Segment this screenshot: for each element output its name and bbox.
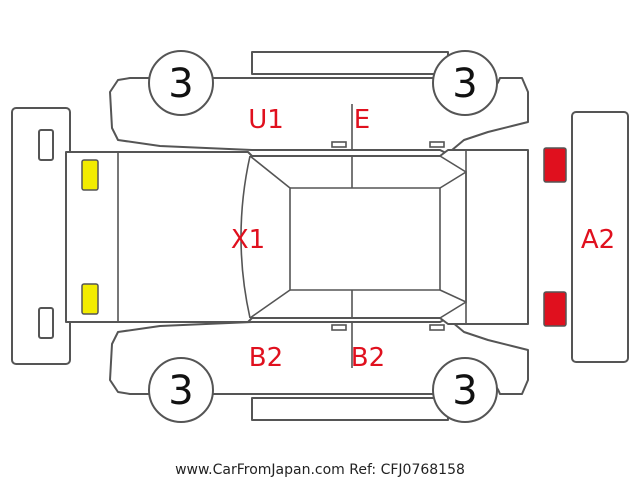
- front-right-lamp: [81, 283, 99, 315]
- footer-reference: www.CarFromJapan.com Ref: CFJ0768158: [175, 462, 465, 478]
- rear-right-lamp: [543, 291, 567, 327]
- right-roof-rail: [251, 397, 449, 421]
- rear-left-lamp: [543, 147, 567, 183]
- damage-label-rear-bumper: A2: [581, 225, 615, 255]
- tire-front-right: 3: [148, 357, 214, 423]
- tire-rear-right-number: 3: [452, 368, 477, 414]
- front-left-lamp: [81, 159, 99, 191]
- tire-rear-right: 3: [432, 357, 498, 423]
- damage-label-right-front-door: B2: [249, 343, 283, 373]
- rear-bumper: [571, 111, 629, 363]
- damage-label-roof-front: X1: [231, 225, 265, 255]
- damage-label-right-rear-door: B2: [351, 343, 385, 373]
- top-view-body: [65, 149, 529, 325]
- tire-front-left-number: 3: [168, 61, 193, 107]
- damage-label-left-rear-door: E: [354, 105, 370, 135]
- tire-front-right-number: 3: [168, 368, 193, 414]
- tire-front-left: 3: [148, 50, 214, 116]
- left-roof-rail: [251, 51, 449, 75]
- tire-rear-left-number: 3: [452, 61, 477, 107]
- tire-rear-left: 3: [432, 50, 498, 116]
- damage-label-left-front-door: U1: [248, 105, 284, 135]
- front-bumper: [11, 107, 71, 365]
